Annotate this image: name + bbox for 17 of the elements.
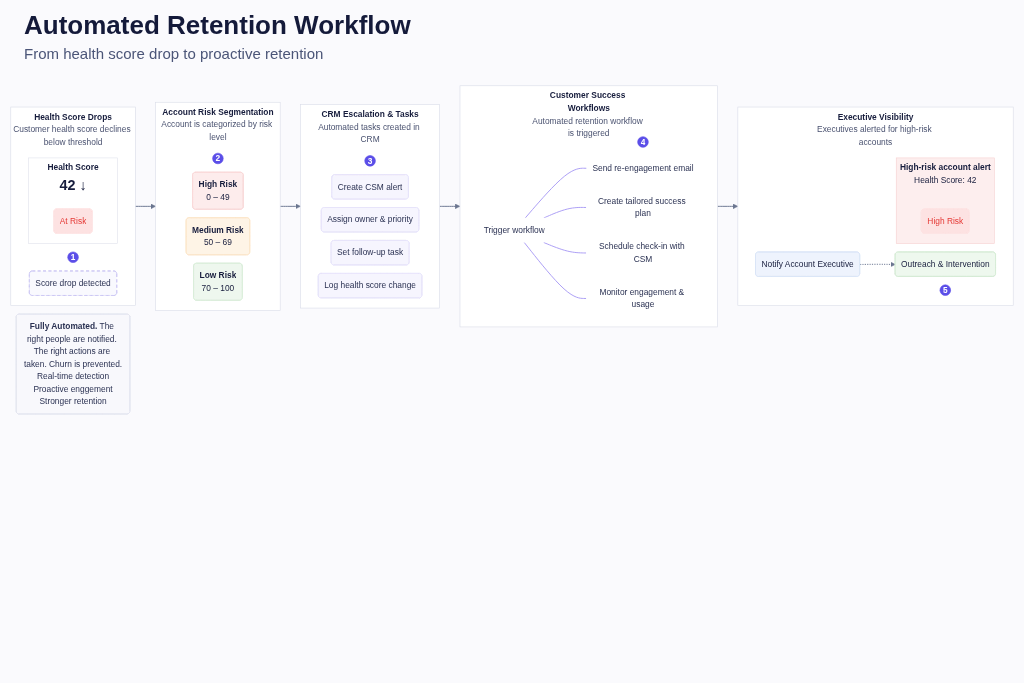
node-circle: 2	[212, 152, 224, 165]
node-text: Send re-engagement email	[592, 162, 694, 173]
title: Automated Retention Workflow	[24, 10, 411, 41]
connector	[523, 242, 587, 299]
node-circle: 4	[637, 136, 649, 148]
node-circle: 3	[364, 155, 376, 167]
connector	[524, 167, 588, 219]
connector	[543, 242, 587, 254]
subtitle: From health score drop to proactive retention	[24, 45, 324, 62]
node-text: Trigger workflow	[483, 224, 545, 235]
node-text: Fully Automated. The right people are notified. The right actions are taken. Churn is prevented. Real-time detection Proactive enggement Stronger retention	[23, 321, 123, 407]
node-text: Create tailored success plan	[598, 195, 686, 218]
node-text: Schedule check-in with CSM	[598, 241, 685, 264]
node-circle: 5	[939, 284, 951, 296]
node-circle: 1	[67, 251, 79, 263]
connector	[543, 206, 587, 219]
node-text: Monitor engagement & usage	[599, 286, 685, 309]
